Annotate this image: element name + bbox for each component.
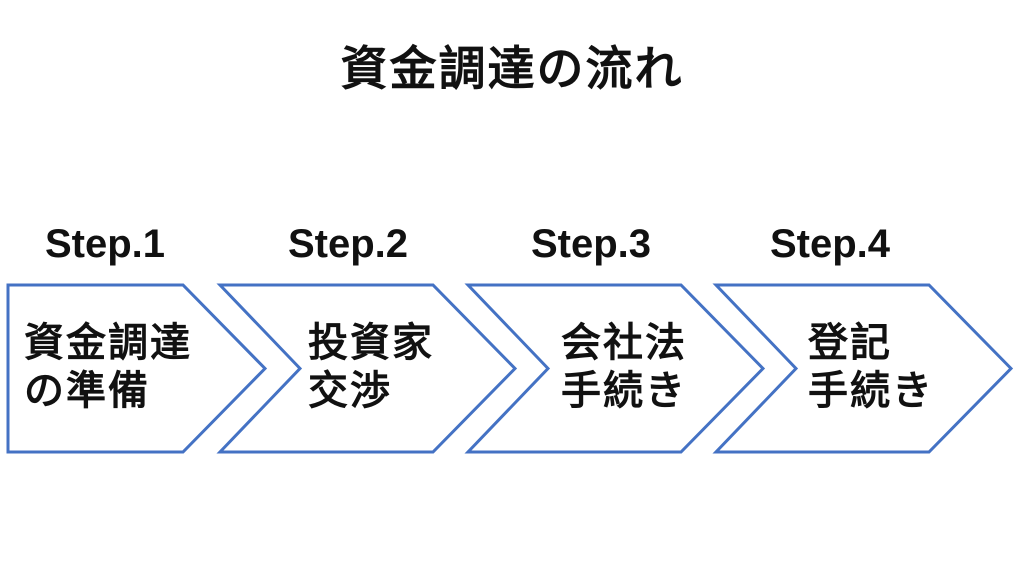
chevron-arrow-step1: [6, 283, 268, 454]
step2-text-line1: 投資家: [308, 321, 434, 365]
step3-text: 会社法 手続き: [561, 319, 687, 415]
chevron-arrow-step3: [464, 283, 766, 454]
chevron-arrow-step4: [712, 283, 1014, 454]
step2-text: 投資家 交渉: [308, 319, 434, 415]
step2-text-line2: 交渉: [308, 369, 392, 413]
step4-text-line2: 手続き: [808, 369, 934, 413]
step4-text: 登記 手続き: [808, 319, 934, 415]
chevron-arrow-step2: [216, 283, 518, 454]
step2-label: Step.2: [287, 222, 409, 266]
step3-text-line1: 会社法: [561, 321, 687, 365]
step4-text-line1: 登記: [808, 321, 892, 365]
step1-label: Step.1: [44, 222, 166, 266]
step1-text-line1: 資金調達: [24, 321, 192, 365]
step3-label: Step.3: [530, 222, 652, 266]
step4-label: Step.4: [769, 222, 891, 266]
step1-text: 資金調達 の準備: [24, 319, 192, 415]
diagram-title: 資金調達の流れ: [340, 42, 684, 95]
step1-text-line2: の準備: [24, 369, 150, 413]
step3-text-line2: 手続き: [561, 369, 687, 413]
